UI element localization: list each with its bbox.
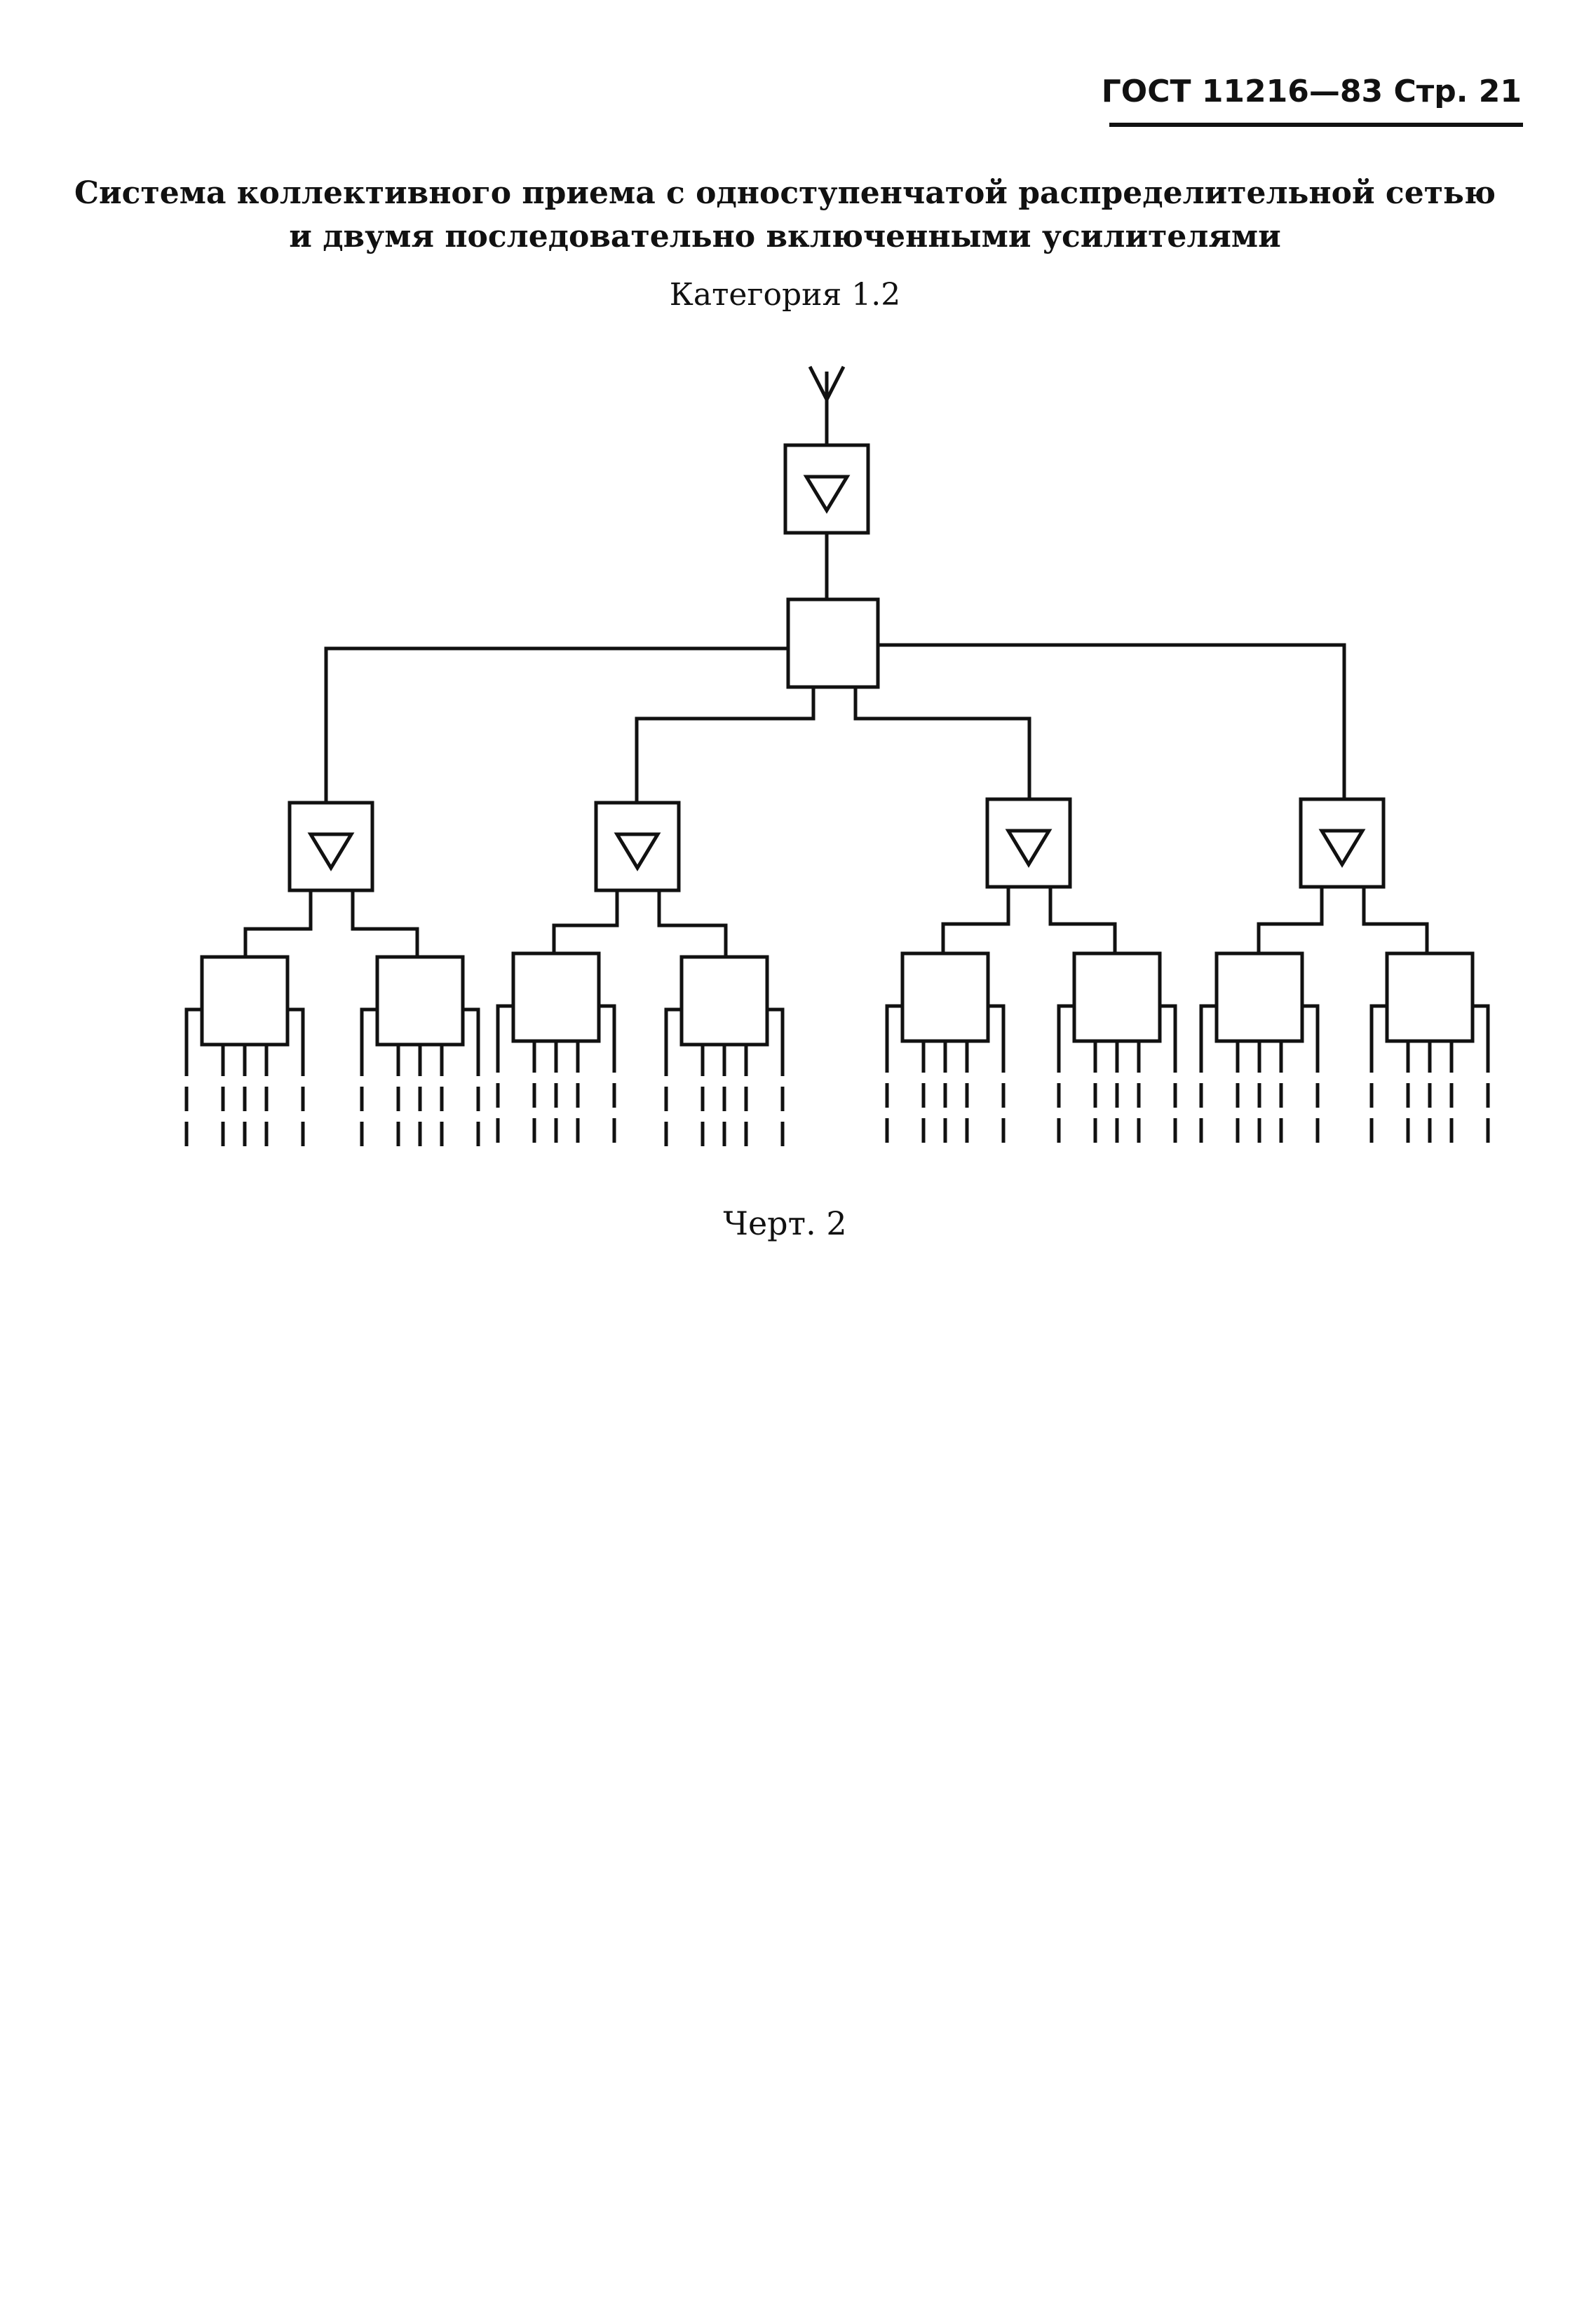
subscriber-lead	[1057, 1004, 1074, 1059]
subscriber-lead	[1473, 1004, 1490, 1059]
subscriber-lead	[1160, 1004, 1177, 1059]
figure-title-line-2: и двумя последовательно включенными усил…	[289, 219, 1281, 254]
antenna-icon	[808, 365, 846, 445]
subscriber-lead	[767, 1007, 785, 1062]
branch-group-4	[1257, 797, 1429, 953]
tap-box-3	[511, 951, 601, 1043]
main-amplifier	[783, 443, 870, 535]
tap-boxes	[184, 951, 1490, 1146]
figure-title-line-1: Система коллективного приема с одноступе…	[74, 175, 1496, 211]
subscriber-lead	[360, 1007, 377, 1062]
amplifier-triangle-icon	[307, 832, 355, 871]
branch-amplifier-3	[985, 797, 1072, 889]
subscriber-lead	[1302, 1004, 1320, 1059]
subscriber-lead	[184, 1007, 202, 1062]
subscriber-lead	[287, 1007, 305, 1062]
subscriber-lead	[1199, 1004, 1217, 1059]
tap-box-7	[1214, 951, 1304, 1043]
subscriber-lead	[664, 1007, 682, 1062]
branch-amplifier-4	[1299, 797, 1386, 889]
subscriber-lead	[463, 1007, 480, 1062]
category-label: Категория 1.2	[669, 277, 901, 313]
tap-box-8	[1385, 951, 1475, 1043]
subscriber-lead	[885, 1004, 902, 1059]
tap-box-1	[200, 955, 290, 1047]
amplifier-triangle-icon	[1318, 829, 1366, 868]
subscriber-lead	[599, 1004, 616, 1059]
amplifier-triangle-icon	[614, 832, 661, 871]
tap-box-6	[1072, 951, 1162, 1043]
amplifier-triangle-icon	[1005, 829, 1053, 868]
subscriber-lead	[496, 1004, 513, 1059]
tap-box-2	[375, 955, 465, 1047]
branch-amplifier-2	[594, 801, 681, 892]
branch-group-3	[941, 797, 1117, 953]
amplifier-triangle-icon	[803, 475, 851, 514]
tap-box-4	[679, 955, 769, 1047]
standard-page-header: ГОСТ 11216—83 Стр. 21	[1101, 74, 1522, 109]
main-splitter-box	[786, 597, 880, 689]
branch-amplifier-1	[287, 801, 374, 892]
branch-group-1	[243, 801, 419, 957]
branch-group-2	[552, 801, 728, 957]
tap-box-5	[900, 951, 990, 1043]
subscriber-lead	[1369, 1004, 1387, 1059]
figure-caption: Черт. 2	[723, 1204, 847, 1242]
header-rule	[1109, 123, 1523, 127]
subscriber-lead	[988, 1004, 1006, 1059]
